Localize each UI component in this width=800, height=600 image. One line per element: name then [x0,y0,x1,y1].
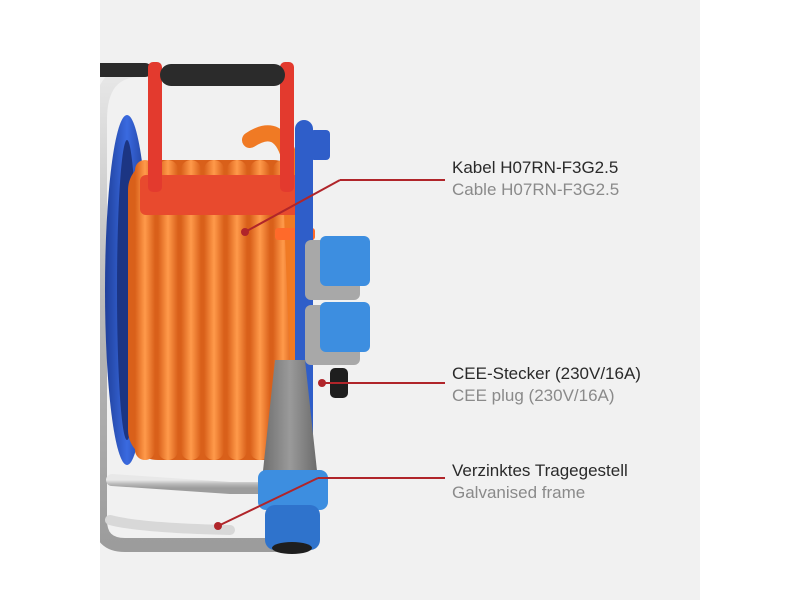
cable-reel-illustration [100,62,445,554]
callout-plug-primary: CEE-Stecker (230V/16A) [452,364,641,383]
callout-frame: Verzinktes Tragegestell Galvanised frame [452,460,628,504]
callout-plug-secondary: CEE plug (230V/16A) [452,386,615,405]
callout-plug: CEE-Stecker (230V/16A) CEE plug (230V/16… [452,363,641,407]
cable-coils [128,125,308,460]
callout-cable-primary: Kabel H07RN-F3G2.5 [452,158,619,177]
galvanised-frame [100,63,282,552]
callout-cable-secondary: Cable H07RN-F3G2.5 [452,180,620,199]
callout-frame-secondary: Galvanised frame [452,483,586,502]
product-image: Kabel H07RN-F3G2.5 Cable H07RN-F3G2.5 CE… [100,0,700,600]
sockets [305,236,370,398]
carry-handle [140,62,315,240]
callout-lines [214,179,445,530]
callout-frame-primary: Verzinktes Tragegestell [452,461,628,480]
callout-cable: Kabel H07RN-F3G2.5 Cable H07RN-F3G2.5 [452,157,619,201]
